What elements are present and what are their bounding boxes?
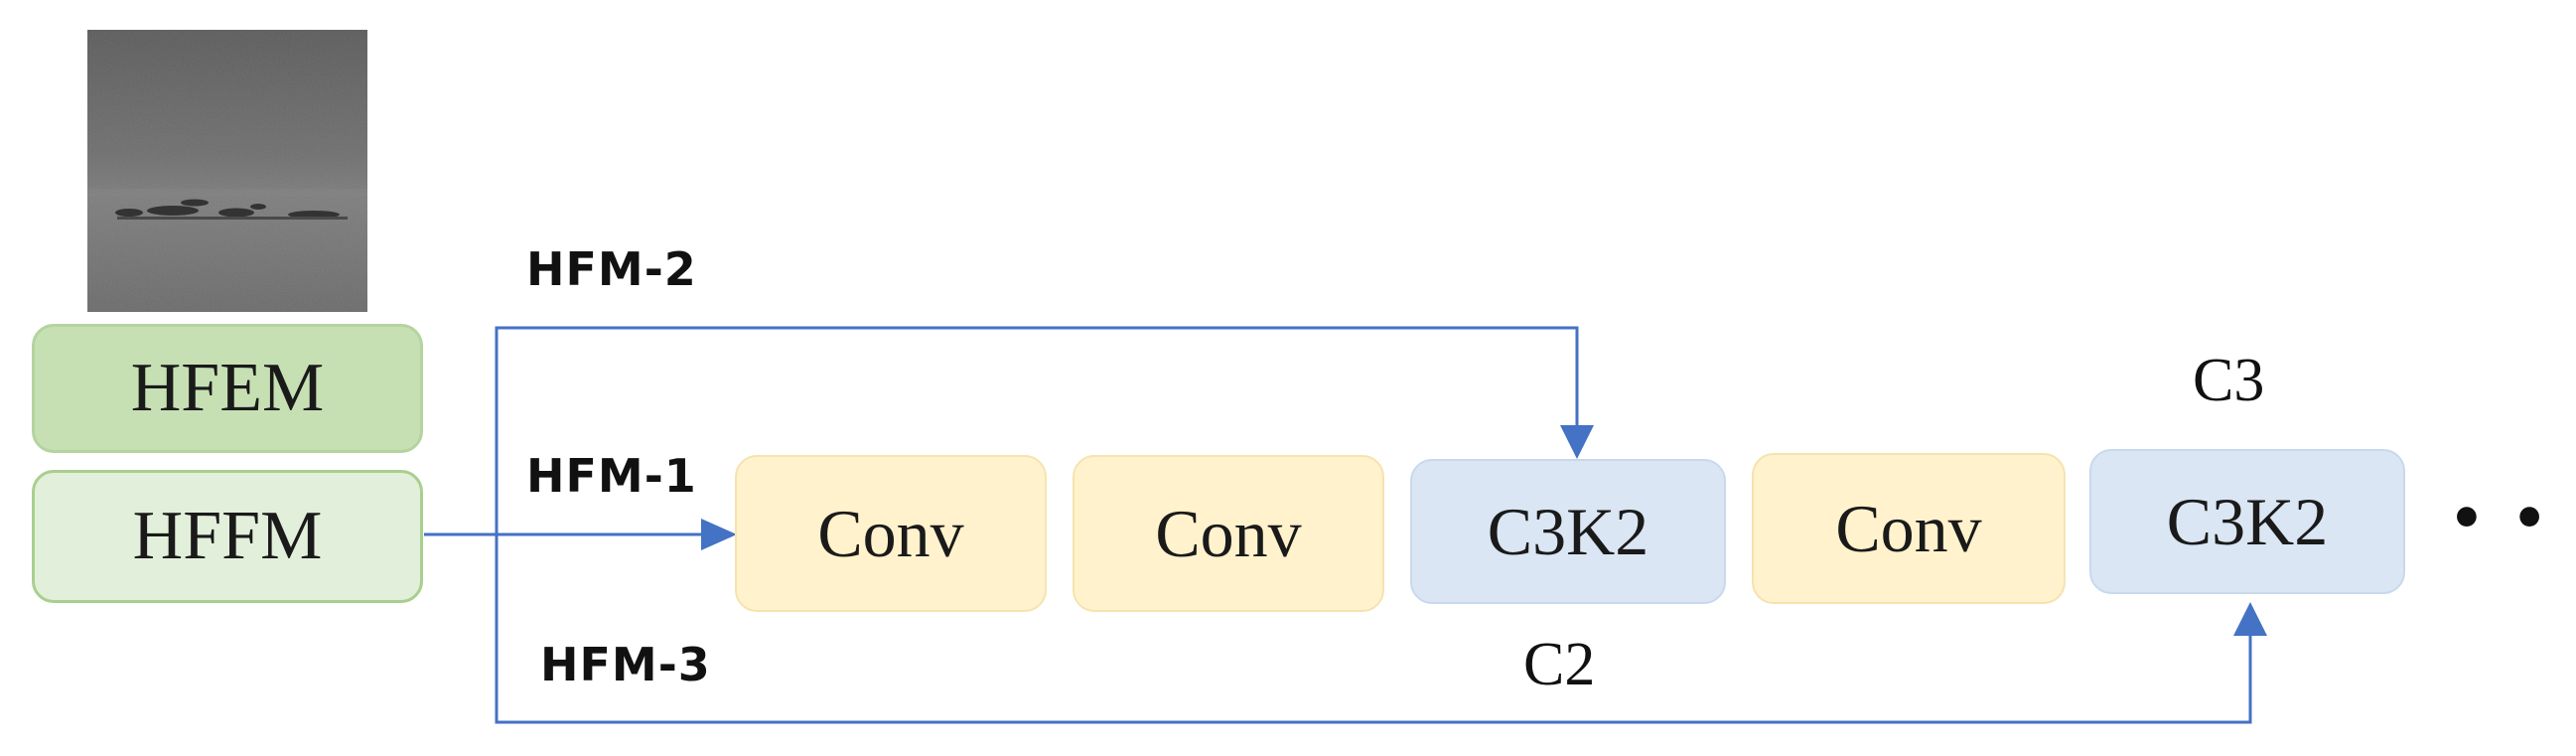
hfm1-label: HFM-1 <box>526 449 697 503</box>
hfem-block: HFEM <box>32 324 423 453</box>
conv-block-1: Conv <box>735 455 1047 612</box>
c3k2-label-2: C3K2 <box>2166 483 2329 559</box>
hfm1-connector <box>424 519 737 550</box>
arrowhead-icon <box>701 519 737 550</box>
hffm-block: HFFM <box>32 470 423 603</box>
conv-label-3: Conv <box>1835 490 1982 566</box>
c2-stage-label: C2 <box>1523 631 1596 698</box>
conv-block-2: Conv <box>1073 455 1384 612</box>
arrowhead-icon <box>1560 425 1594 459</box>
continuation-ellipsis: • • • <box>2449 487 2576 551</box>
c3k2-block-2: C3K2 <box>2089 449 2405 594</box>
arrowhead-icon <box>2233 602 2267 636</box>
c3k2-label-1: C3K2 <box>1487 493 1649 569</box>
infrared-input-image <box>87 30 367 312</box>
hfm2-connector <box>495 326 1594 534</box>
hfm3-label: HFM-3 <box>540 638 711 691</box>
conv-label-1: Conv <box>817 495 964 571</box>
c3k2-block-1: C3K2 <box>1410 459 1726 604</box>
c3-stage-label: C3 <box>2193 347 2265 414</box>
conv-label-2: Conv <box>1155 495 1302 571</box>
hffm-label: HFFM <box>132 498 323 574</box>
hfem-label: HFEM <box>130 350 325 426</box>
hfm2-label: HFM-2 <box>526 242 697 296</box>
hfm3-connector <box>495 534 2267 724</box>
conv-block-3: Conv <box>1752 453 2066 604</box>
